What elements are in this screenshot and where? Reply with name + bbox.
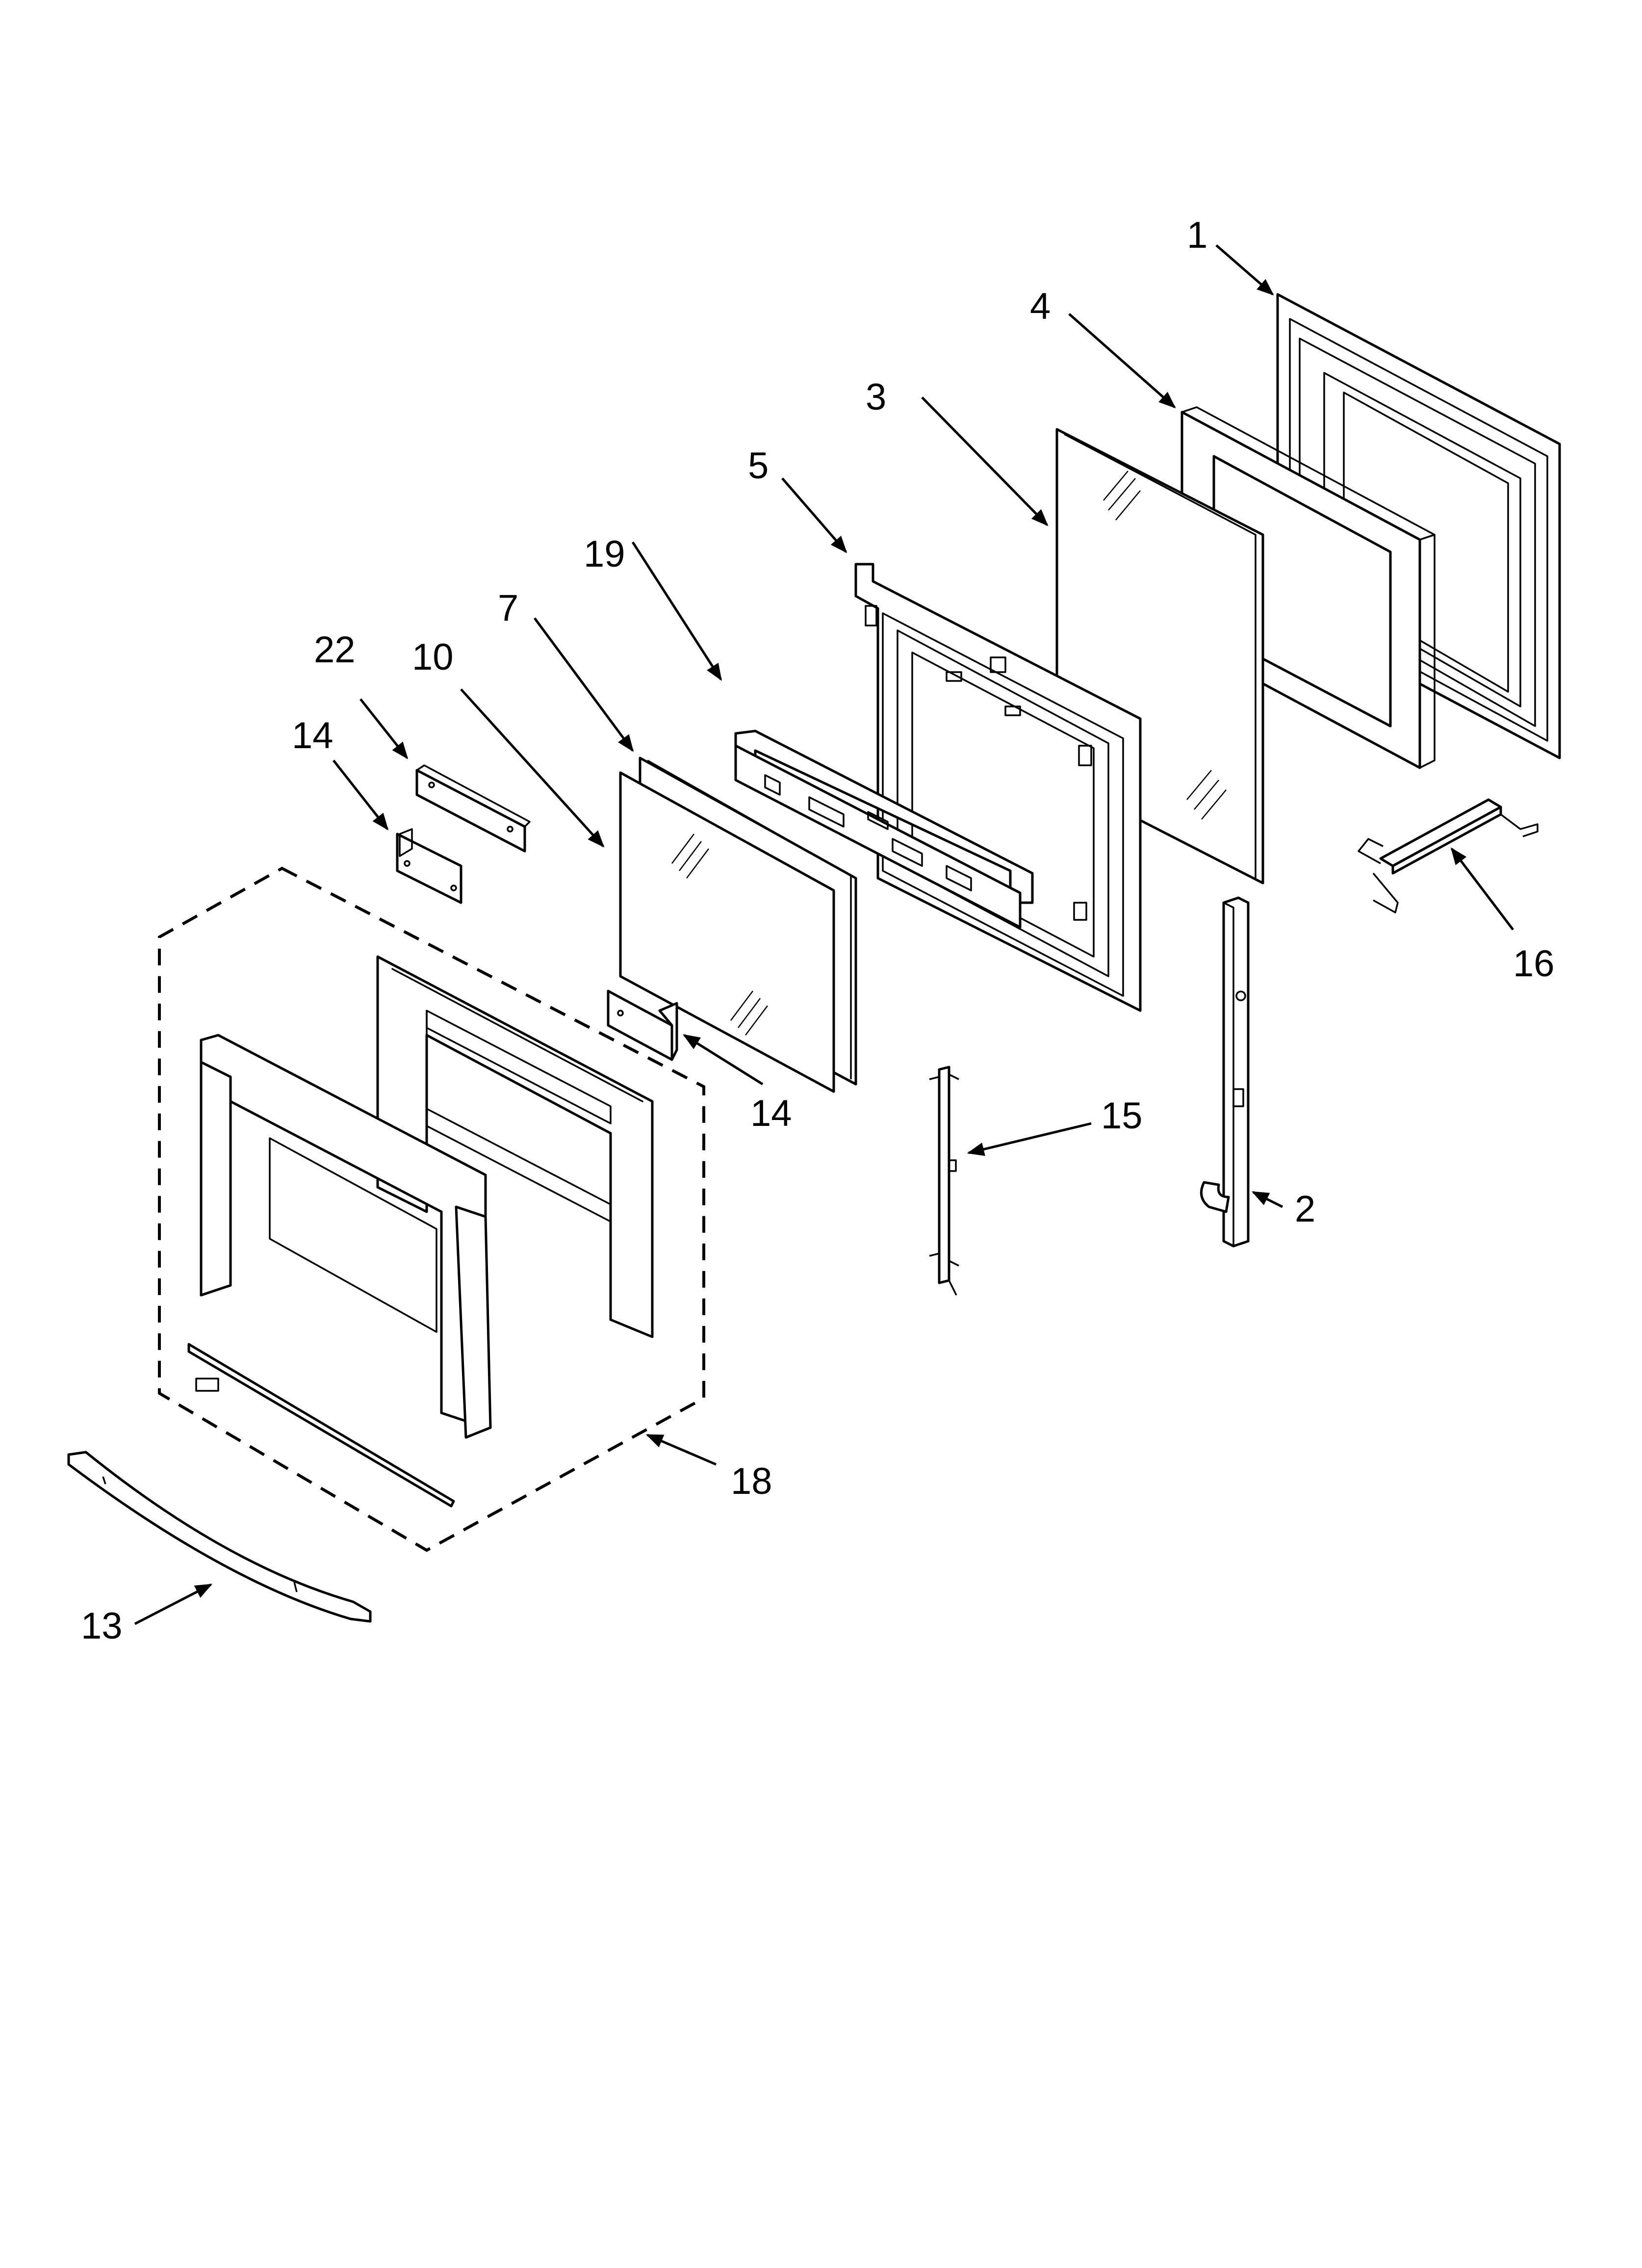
- callout-7: 7: [498, 587, 518, 629]
- callout-22: 22: [314, 629, 356, 671]
- part-2-door-hinge: [1200, 896, 1250, 1248]
- callout-14-upper: 14: [292, 715, 334, 756]
- callout-5: 5: [748, 445, 769, 487]
- part-18-door-assembly: [158, 866, 705, 1552]
- callout-16: 16: [1513, 943, 1555, 985]
- part-14-hinge-bracket-lower: [607, 990, 678, 1061]
- part-14-hinge-bracket-upper: [396, 828, 462, 904]
- callout-2: 2: [1295, 1188, 1315, 1230]
- part-5-inner-door-liner: [854, 563, 1142, 1012]
- callout-18: 18: [731, 1460, 772, 1502]
- part-19-heat-shield: [734, 730, 1034, 929]
- callout-19: 19: [584, 533, 625, 575]
- callout-labels: 1 4 3 5 19 7 10 22 14 14 15 2 16 18 13: [81, 214, 1555, 1647]
- callout-15: 15: [1101, 1095, 1143, 1137]
- callout-14-lower: 14: [750, 1093, 792, 1134]
- leader-lines: [134, 244, 1514, 1625]
- part-16-door-brace: [1358, 798, 1539, 913]
- part-22-bracket: [415, 764, 531, 853]
- callout-3: 3: [866, 376, 886, 418]
- part-15-hinge-receiver: [929, 1066, 959, 1296]
- callout-1: 1: [1187, 214, 1207, 256]
- callout-4: 4: [1030, 286, 1051, 327]
- callout-10: 10: [412, 636, 454, 678]
- callout-13: 13: [81, 1605, 123, 1647]
- part-13-door-handle: [67, 1451, 372, 1623]
- part-10-glass-panel: [619, 771, 835, 1093]
